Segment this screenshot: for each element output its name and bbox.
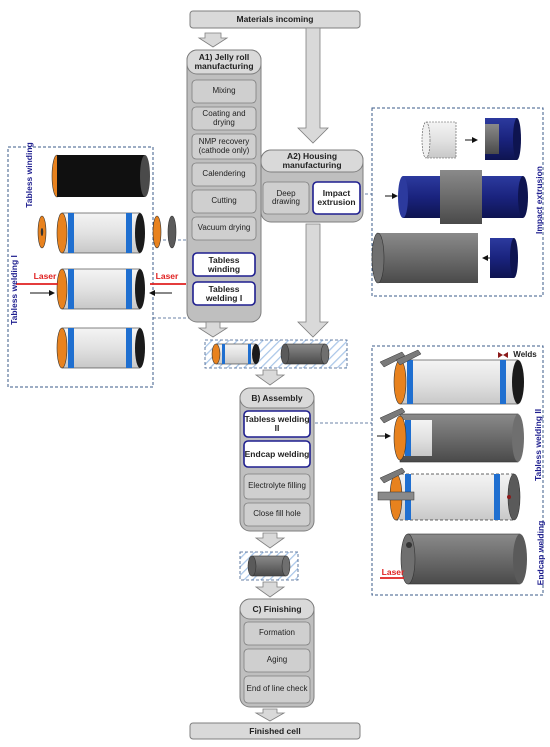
step-nmp-recovery: NMP recovery (cathode only): [198, 137, 250, 155]
materials-incoming-label: Materials incoming: [236, 14, 314, 25]
impact-panel: [371, 107, 544, 297]
step-coating: Coating and drying: [202, 109, 246, 127]
highlight-tabless-winding: Tabless winding: [207, 254, 241, 274]
side-tabless-welding-2: Tabless welding II: [533, 408, 544, 482]
step-cutting: Cutting: [211, 196, 237, 206]
finishing-title: C) Finishing: [252, 603, 302, 614]
finished-cell-label: Finished cell: [249, 725, 301, 736]
laser-left-label: Laser: [33, 270, 57, 281]
welds-label: Welds: [513, 349, 537, 359]
highlight-tabless-welding-1: Tabless welding I: [205, 283, 243, 303]
step-mixing: Mixing: [212, 86, 236, 96]
step-formation: Formation: [258, 628, 295, 638]
step-electrolyte-filling: Electrolyte filling: [248, 481, 306, 491]
step-close-fill-hole: Close fill hole: [253, 509, 301, 519]
side-impact-extrusion: Impact extrusion: [534, 165, 545, 235]
side-tabless-welding-1: Tabless welding I: [8, 255, 19, 325]
laser-right-label: Laser: [155, 270, 179, 281]
side-tabless-winding: Tabless winding: [23, 142, 34, 208]
highlight-impact-extrusion: Impact extrusion: [317, 188, 356, 207]
step-vacuum-drying: Vacuum drying: [197, 223, 251, 233]
side-endcap-welding: Endcap welding: [535, 520, 546, 586]
jelly-roll-title: A1) Jelly roll manufacturing: [194, 52, 254, 71]
step-calendering: Calendering: [202, 169, 246, 179]
assembly-title: B) Assembly: [251, 392, 303, 403]
laser-endcap-label: Laser: [381, 566, 405, 577]
housing-title: A2) Housing manufacturing: [282, 151, 342, 170]
assembly-panel: [371, 345, 544, 596]
tabless-panel: [7, 146, 154, 388]
highlight-tabless-welding-2: Tabless welding II: [244, 414, 310, 433]
step-end-of-line-check: End of line check: [246, 684, 308, 694]
step-deep-drawing: Deep drawing: [271, 188, 300, 206]
highlight-endcap-welding: Endcap welding: [244, 448, 310, 459]
step-aging: Aging: [266, 655, 288, 665]
